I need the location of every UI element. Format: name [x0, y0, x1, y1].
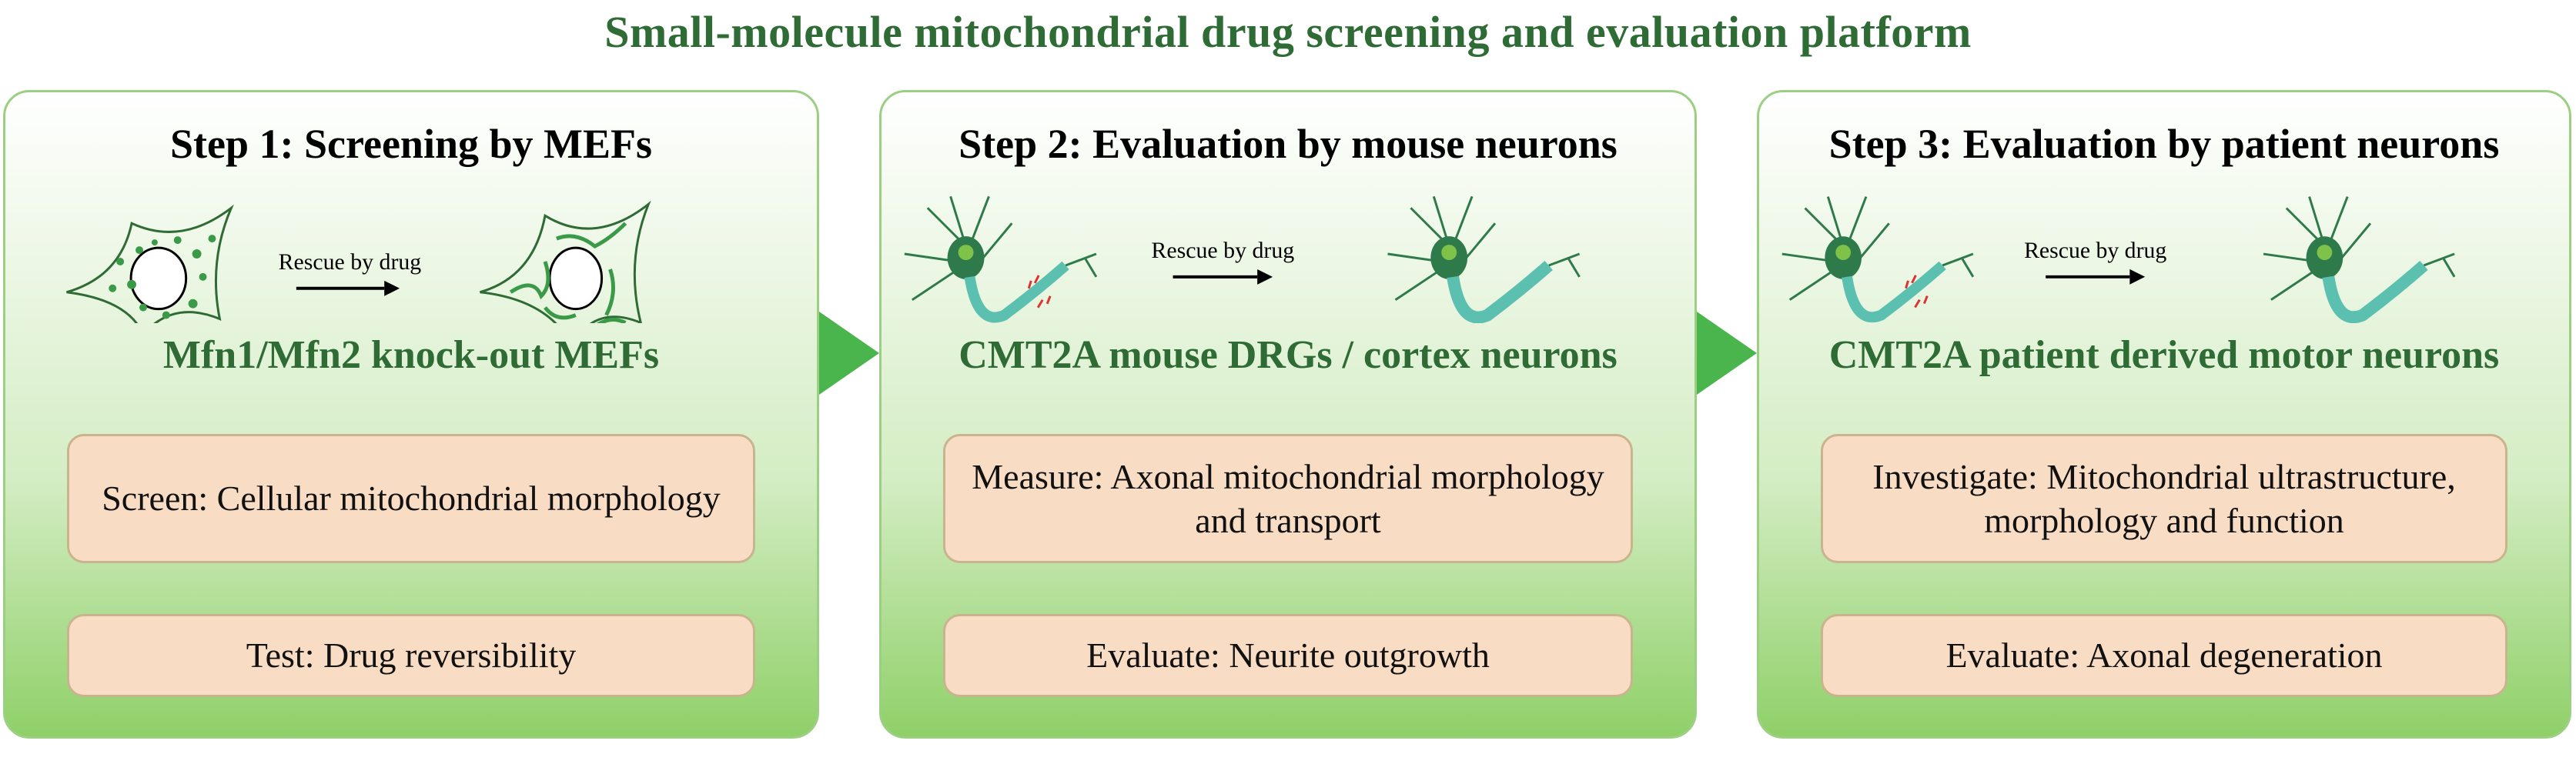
figure-title: Small-molecule mitochondrial drug screen… — [604, 7, 1972, 57]
fused-mef-cell-icon — [480, 200, 651, 323]
step-arrow-icon — [819, 312, 879, 395]
rescue-arrow: Rescue by drug — [279, 249, 422, 296]
mef-cell-rescue-illustration: Rescue by drug — [66, 200, 651, 323]
step-heading: Step 3: Evaluation by patient neurons — [1828, 121, 2500, 167]
damaged-neuron-icon — [904, 195, 1098, 323]
neuron-model-label: CMT2A mouse DRGs / cortex neurons — [958, 333, 1618, 377]
step-3-panel: Step 3: Evaluation by patient neurons Re… — [1757, 90, 2571, 739]
step-1-panel: Step 1: Screening by MEFs Rescue by drug — [3, 90, 819, 739]
rescued-neuron-icon — [2263, 196, 2456, 323]
patient-model-label: CMT2A patient derived motor neurons — [1828, 333, 2500, 377]
rescue-label: Rescue by drug — [279, 249, 422, 275]
rescued-neuron-icon — [1387, 195, 1581, 323]
rescue-label: Rescue by drug — [1151, 238, 1294, 263]
rescue-arrow: Rescue by drug — [2024, 238, 2166, 285]
rescue-arrow: Rescue by drug — [1151, 238, 1294, 285]
step-2-panel: Step 2: Evaluation by mouse neurons Resc… — [879, 90, 1697, 739]
mouse-neuron-rescue-illustration: Rescue by drug — [904, 195, 1581, 323]
step-heading: Step 1: Screening by MEFs — [169, 121, 652, 167]
test-box: Test: Drug reversibility — [67, 614, 755, 697]
cell-model-label: Mfn1/Mfn2 knock-out MEFs — [162, 333, 660, 377]
screen-box: Screen: Cellular mitochondrial morpholog… — [67, 434, 755, 563]
fragmented-mef-cell-icon — [66, 204, 234, 323]
evaluate-box: Evaluate: Axonal degeneration — [1821, 614, 2507, 697]
step-arrow-icon — [1697, 312, 1757, 395]
patient-neuron-rescue-illustration: Rescue by drug — [1781, 196, 2456, 323]
evaluate-box: Evaluate: Neurite outgrowth — [943, 614, 1633, 697]
measure-box: Measure: Axonal mitochondrial morphology… — [943, 434, 1633, 563]
step-heading: Step 2: Evaluation by mouse neurons — [958, 121, 1618, 167]
investigate-box: Investigate: Mitochondrial ultrastructur… — [1821, 434, 2507, 563]
damaged-neuron-icon — [1781, 196, 1975, 323]
rescue-label: Rescue by drug — [2024, 238, 2166, 263]
